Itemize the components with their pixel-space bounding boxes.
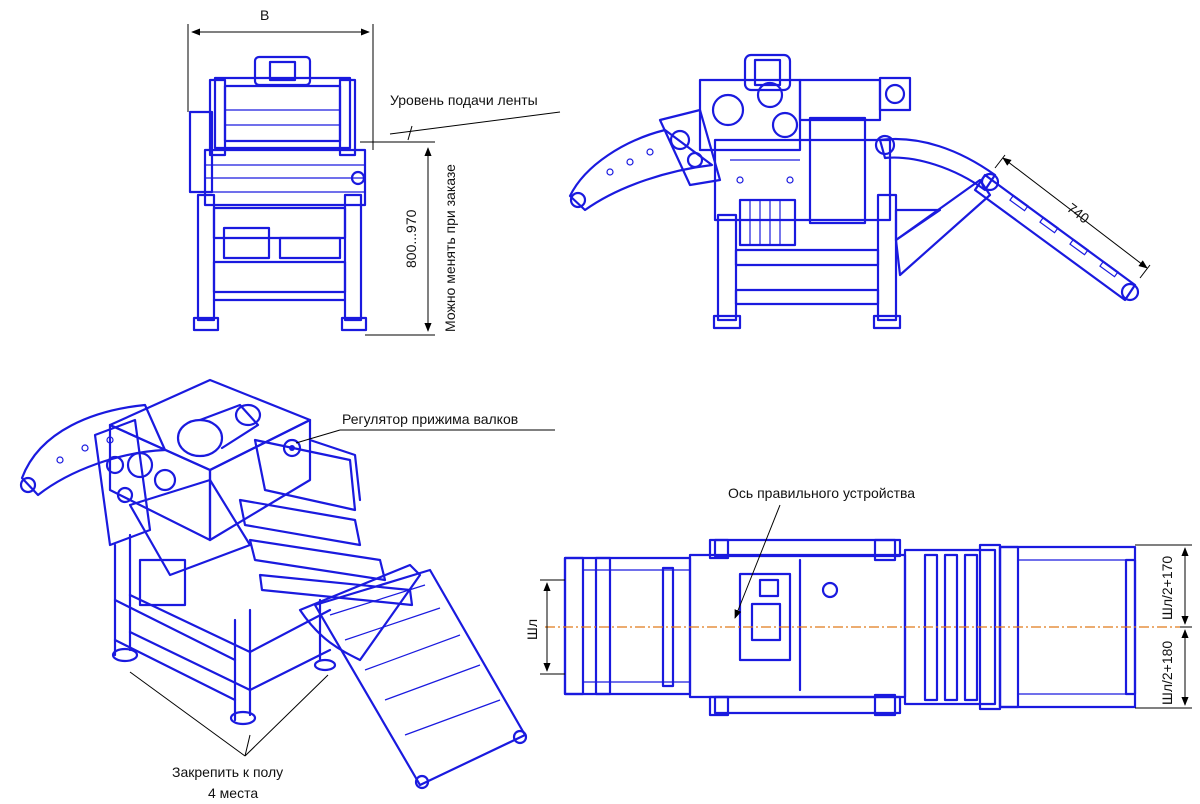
height-note-label: Можно менять при заказе xyxy=(442,164,458,332)
top-view xyxy=(545,538,1180,717)
floor-fix-label-line2: 4 места xyxy=(208,785,258,801)
strip-width-label: Шл xyxy=(524,619,540,640)
arm-length-label: 740 xyxy=(1064,200,1092,227)
offset-bottom-label: Шл/2+180 xyxy=(1159,641,1175,705)
front-view-dimensions: B Уровень подачи ленты 800...970 Можно м… xyxy=(187,7,561,336)
arm-length-dimension: 740 xyxy=(994,154,1151,279)
isometric-view xyxy=(19,378,528,790)
offset-top-label: Шл/2+170 xyxy=(1159,556,1175,620)
width-dim-label: B xyxy=(260,7,269,23)
straightener-axis-label: Ось правильного устройства xyxy=(728,485,915,501)
feed-level-label: Уровень подачи ленты xyxy=(390,92,538,108)
side-view xyxy=(568,53,1140,330)
roller-regulator-label: Регулятор прижима валков xyxy=(342,411,518,427)
floor-fix-label-line1: Закрепить к полу xyxy=(172,764,283,780)
isometric-annotations: Регулятор прижима валков Закрепить к пол… xyxy=(129,411,555,801)
front-view xyxy=(188,55,368,332)
height-range-label: 800...970 xyxy=(403,209,419,268)
top-view-dimensions: Шл Шл/2+170 Шл/2+180 Ось правильного уст… xyxy=(524,485,1192,709)
